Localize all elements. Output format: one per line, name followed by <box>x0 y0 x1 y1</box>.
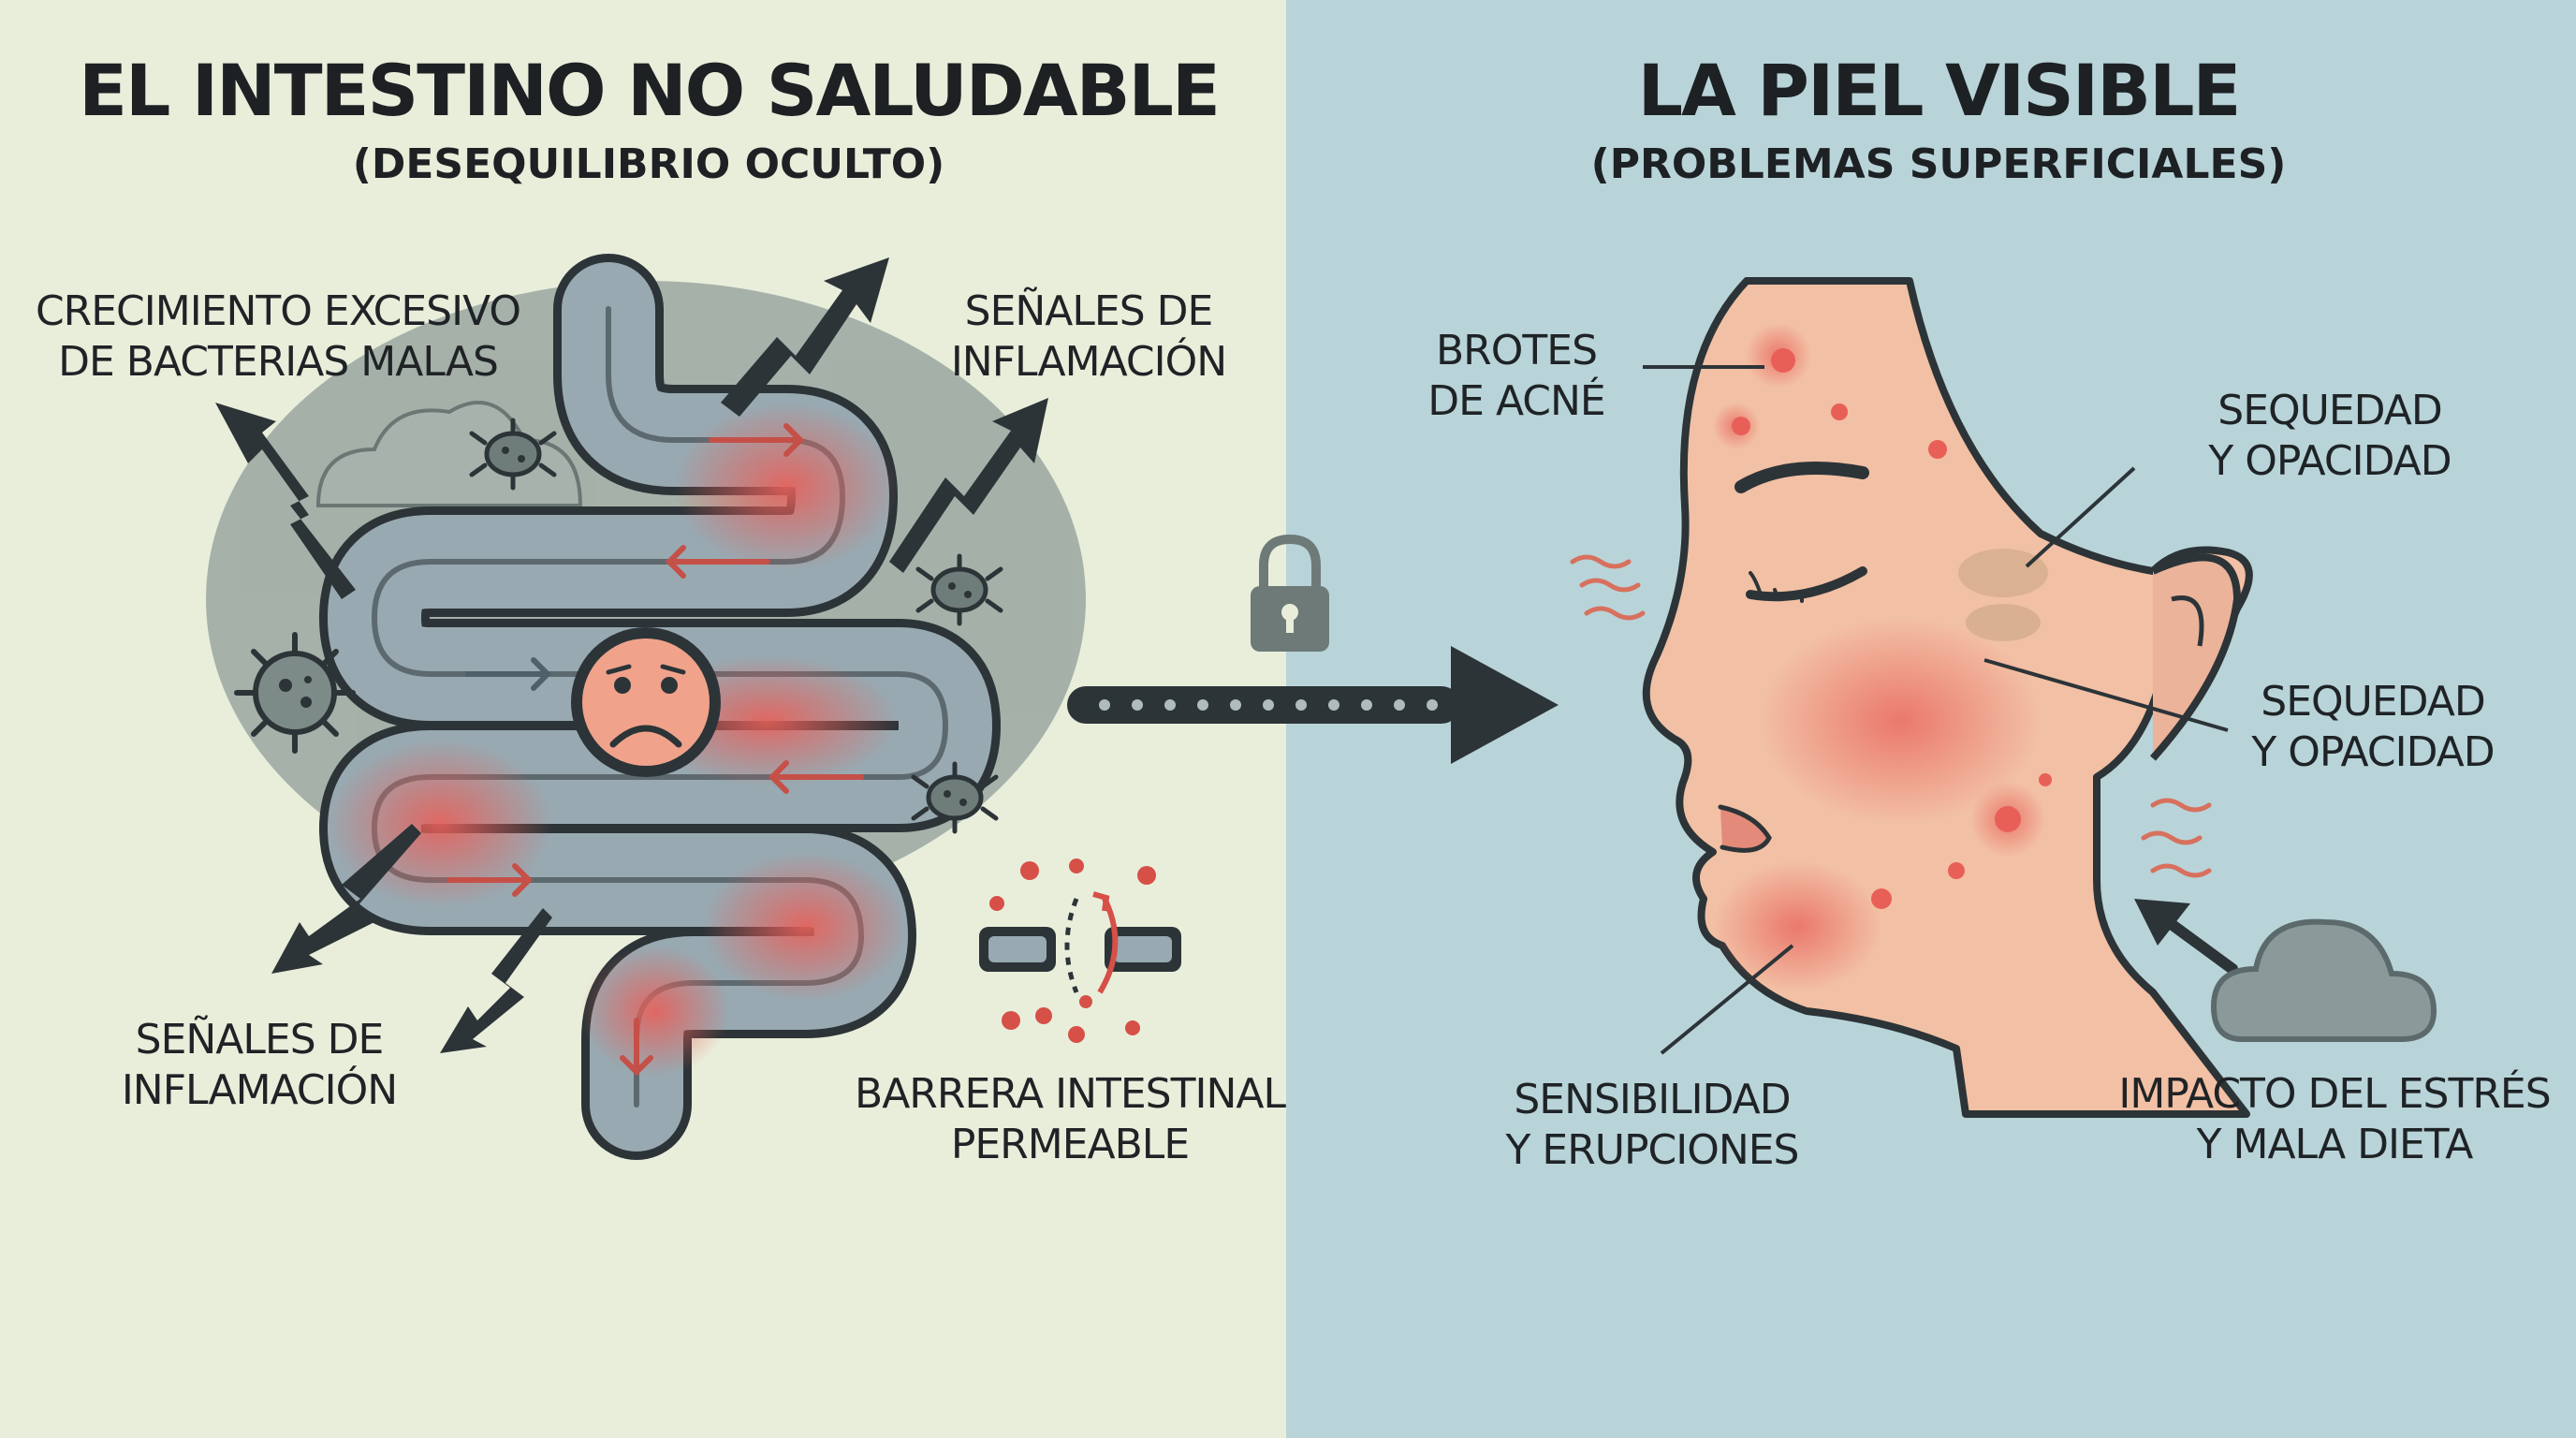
left-title: EL INTESTINO NO SALUDABLE <box>79 49 1221 132</box>
lightning-arrow-icon <box>215 257 1048 1053</box>
cloud-icon <box>2210 918 2437 1042</box>
leader-lines <box>1643 365 2229 1055</box>
label-permeable-barrier: BARRERA INTESTINAL PERMEABLE <box>855 1070 1286 1168</box>
right-title: LA PIEL VISIBLE <box>1637 49 2242 132</box>
label-sensitivity: SENSIBILIDAD Y ERUPCIONES <box>1505 1076 1800 1174</box>
right-subtitle: (PROBLEMAS SUPERFICIALES) <box>1590 140 2287 188</box>
label-acne: BROTES DE ACNÉ <box>1427 327 1605 425</box>
permeable-barrier-icon <box>979 858 1181 1043</box>
label-inflammation-bottom: SEÑALES DE INFLAMACIÓN <box>121 1016 398 1114</box>
label-inflammation-top: SEÑALES DE INFLAMACIÓN <box>950 287 1227 386</box>
irritation-lines <box>1570 554 2212 878</box>
flow-arrows <box>446 423 864 1077</box>
skin-redness <box>1713 323 2045 992</box>
lock-icon <box>1251 534 1329 652</box>
acne-spots <box>1732 348 2052 909</box>
stress-arrow-icon <box>2134 899 2238 975</box>
connecting-arrow <box>1067 646 1559 764</box>
label-dryness-1: SEQUEDAD Y OPACIDAD <box>2208 387 2452 485</box>
label-bacteria-overgrowth: CRECIMIENTO EXCESIVO DE BACTERIAS MALAS <box>35 287 521 386</box>
face-features <box>1718 462 1869 853</box>
sad-face-icon <box>571 627 721 777</box>
label-dryness-2: SEQUEDAD Y OPACIDAD <box>2251 678 2495 776</box>
dry-patches <box>1958 549 2048 641</box>
left-subtitle: (DESEQUILIBRIO OCULTO) <box>352 140 945 188</box>
label-stress-diet: IMPACTO DEL ESTRÉS Y MALA DIETA <box>2118 1070 2551 1168</box>
